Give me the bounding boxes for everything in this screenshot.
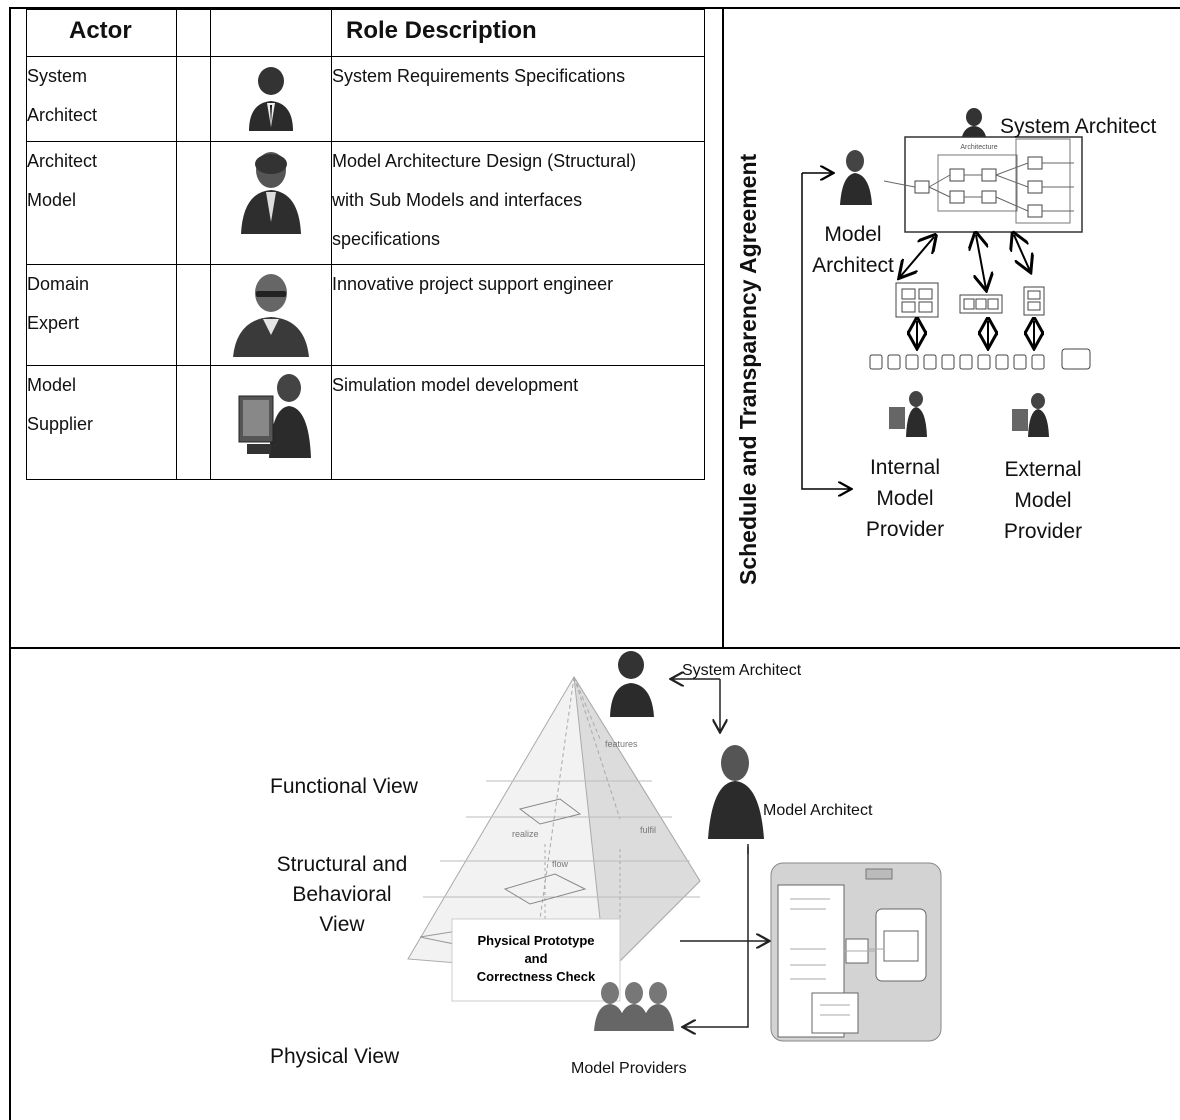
features-label: features [605, 739, 638, 749]
internal-provider-label: Internal Model Provider [860, 452, 950, 545]
header-actor-label: Actor [69, 17, 132, 44]
description-cell: Innovative project support engineer [331, 264, 705, 366]
header-blank-2 [210, 9, 332, 57]
description-line: Model Architecture Design (Structural) [332, 151, 637, 171]
bottom-model-architect-label: Model Architect [763, 802, 873, 819]
label-line: Provider [865, 518, 945, 541]
model-providers-label: Model Providers [571, 1060, 687, 1077]
actor-line: Model [27, 190, 77, 210]
header-actor: Actor [26, 9, 177, 57]
external-provider-icon [1012, 393, 1049, 437]
description-cell: Model Architecture Design (Structural) w… [331, 141, 705, 265]
architect-icon [241, 152, 301, 234]
actor-line: Model [27, 375, 77, 395]
label-line: Model [1014, 489, 1072, 512]
structural-view-label: Structural and Behavioral View [262, 850, 422, 940]
actor-line: Architect [27, 151, 98, 171]
frame-left-border [9, 7, 11, 1120]
blank-cell [176, 264, 211, 366]
model-providers-icon [594, 982, 674, 1031]
architecture-box-title: Architecture [960, 144, 997, 151]
actor-line: Expert [27, 313, 80, 333]
description-line: specifications [332, 229, 441, 249]
label-line: Internal [869, 456, 941, 479]
actor-line: Supplier [27, 414, 94, 434]
bottom-system-architect-label: System Architect [682, 662, 802, 679]
architecture-diagram: Architecture [801, 108, 1091, 647]
header-role-label: Role Description [346, 17, 537, 44]
table-row: Domain Expert Innovative project support… [26, 264, 705, 366]
prototype-line: and [524, 951, 547, 966]
bottom-system-architect-icon [610, 651, 654, 717]
description-line: Simulation model development [332, 375, 579, 395]
prototype-box: Physical Prototype and Correctness Check [451, 918, 621, 1002]
bottom-model-architect-icon [708, 745, 764, 839]
pyramid-diagram: features realize fulfil flow Physical Pr… [407, 651, 942, 1042]
actor-cell: Model Supplier [26, 365, 177, 480]
prototype-line: Physical Prototype [477, 933, 594, 948]
description-line: System Requirements Specifications [332, 66, 626, 86]
icon-cell [210, 365, 332, 480]
description-line: Innovative project support engineer [332, 274, 614, 294]
component-row [869, 348, 1091, 370]
description-cell: System Requirements Specifications [331, 56, 705, 142]
functional-view-label: Functional View [270, 775, 418, 798]
external-provider-label: External Model Provider [997, 454, 1089, 547]
actor-cell: Domain Expert [26, 264, 177, 366]
right-system-architect-label: System Architect [1000, 115, 1157, 138]
header-role-description: Role Description [331, 9, 705, 57]
businessman-icon [249, 67, 293, 131]
blank-cell [176, 56, 211, 142]
frame-middle-divider [722, 7, 724, 648]
icon-cell [210, 264, 332, 366]
model-structure-panel [770, 862, 942, 1042]
realize-label: realize [512, 829, 539, 839]
actor-line: Domain [27, 274, 90, 294]
architecture-box: Architecture [883, 136, 1083, 233]
actor-cell: Architect Model [26, 141, 177, 265]
table-row: System Architect System Requirements Spe… [26, 56, 705, 142]
computer-user-icon [238, 374, 311, 458]
description-line: with Sub Models and interfaces [332, 190, 583, 210]
label-line: Model [824, 223, 882, 246]
flow-label: flow [552, 859, 569, 869]
table-header-row: Actor Role Description [26, 9, 705, 57]
label-line: Model [876, 487, 934, 510]
engineer-icon [233, 274, 309, 357]
actor-line: System [27, 66, 88, 86]
table-row: Architect Model Model Architecture Desig… [26, 141, 705, 265]
label-line: Architect [812, 254, 894, 277]
label-line: Structural and [276, 853, 408, 876]
sub-model-blocks [895, 282, 1045, 318]
table-row: Model Supplier Simulation model developm… [26, 365, 705, 480]
physical-view-label: Physical View [270, 1045, 400, 1068]
roles-table: Actor Role Description System Architect … [26, 9, 705, 480]
description-cell: Simulation model development [331, 365, 705, 480]
label-line: Behavioral [292, 883, 392, 906]
internal-provider-icon [889, 391, 927, 437]
frame-top-border [9, 7, 1180, 9]
actor-cell: System Architect [26, 56, 177, 142]
model-architect-icon [840, 150, 872, 205]
header-blank-1 [176, 9, 211, 57]
label-line: External [1004, 458, 1082, 481]
right-model-architect-label: Model Architect [808, 219, 898, 281]
actor-line: Architect [27, 105, 98, 125]
blank-cell [176, 365, 211, 480]
frame-horizontal-divider [9, 647, 1180, 649]
icon-cell [210, 141, 332, 265]
label-line: Provider [1003, 520, 1083, 543]
prototype-line: Correctness Check [477, 969, 596, 984]
fulfil-label: fulfil [640, 825, 656, 835]
icon-cell [210, 56, 332, 142]
blank-cell [176, 141, 211, 265]
label-line: View [319, 913, 365, 936]
